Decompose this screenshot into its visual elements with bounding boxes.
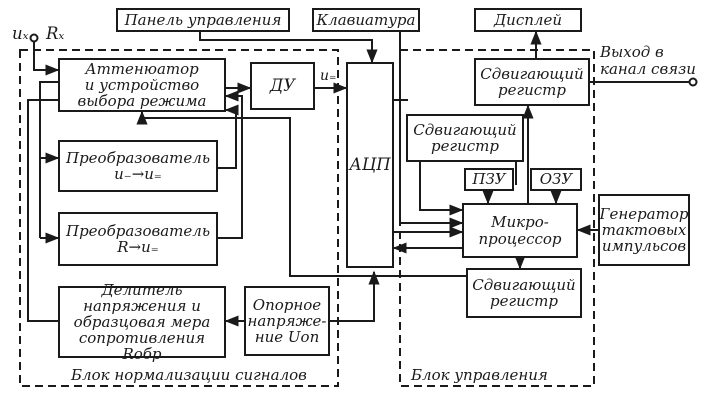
shift-register-top-box: Сдвигающий регистр xyxy=(474,58,590,106)
keyboard-box: Клавиатура xyxy=(312,8,420,32)
clock-generator-box: Генератор тактовых импульсов xyxy=(598,194,690,266)
input-resistance-label: Rₓ xyxy=(46,24,65,43)
signal-normalization-block-outline xyxy=(19,49,339,387)
microprocessor-box: Микро- процессор xyxy=(462,203,578,258)
shift-register-mid-box: Сдвигающий регистр xyxy=(406,114,524,162)
shift-register-bottom-box: Сдвигающий регистр xyxy=(466,268,582,318)
attenuator-box: Аттенюатор и устройство выбора режима xyxy=(58,58,226,112)
divider-box: Делитель напряжения и образцовая мера со… xyxy=(58,281,226,362)
normalization-block-caption: Блок нормализации сигналов xyxy=(68,366,310,384)
control-panel-box: Панель управления xyxy=(116,8,290,32)
resistance-converter-box: Преобразователь R→u₌ xyxy=(58,212,218,266)
ram-box: ОЗУ xyxy=(530,168,582,191)
input-voltage-label: uₓ xyxy=(12,24,29,43)
ac-converter-box: Преобразователь u₋→u₌ xyxy=(58,140,218,192)
control-block-caption: Блок управления xyxy=(408,366,551,384)
adc-box: АЦП xyxy=(346,62,394,268)
reference-voltage-box: Опорное напряже- ние Uоп xyxy=(244,286,330,356)
u-eq-label: u₌ xyxy=(320,68,337,84)
display-box: Дисплей xyxy=(474,8,582,32)
output-label: Выход в канал связи xyxy=(600,43,696,78)
du-box: ДУ xyxy=(250,62,315,110)
rom-box: ПЗУ xyxy=(464,168,514,191)
